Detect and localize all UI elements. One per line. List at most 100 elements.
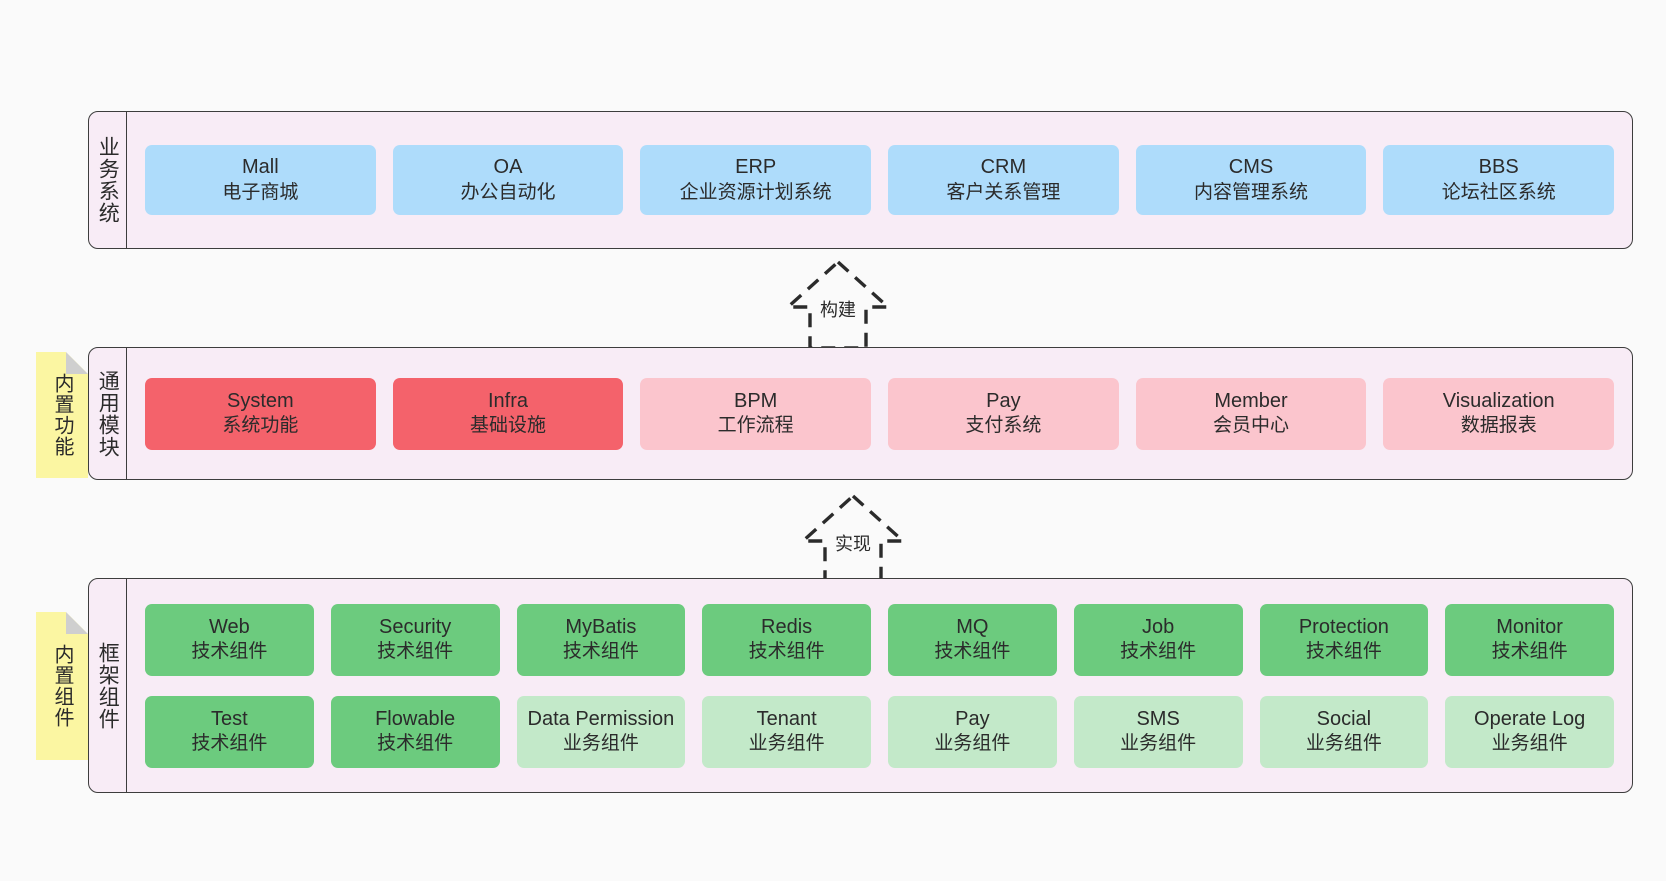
layer-title-common: 通用模块 [89,348,127,479]
card-system[interactable]: System 系统功能 [145,377,376,450]
card-subtitle: 电子商城 [222,181,299,203]
sticky-note-builtin-function: 内置功能 [36,352,88,478]
card-mybatis[interactable]: MyBatis 技术组件 [516,603,686,676]
card-subtitle: 技术组件 [377,733,454,755]
arrow-build: 构建 [748,258,928,350]
card-subtitle: 系统功能 [222,415,299,437]
card-title: CMS [1228,156,1274,179]
card-title: Infra [487,389,529,412]
card-title: Pay [955,707,990,730]
card-subtitle: 技术组件 [934,641,1011,663]
card-title: Mall [242,156,279,179]
card-pay[interactable]: Pay 支付系统 [888,377,1119,450]
card-sms[interactable]: SMS 业务组件 [1073,695,1243,768]
card-member[interactable]: Member 会员中心 [1135,377,1367,450]
card-title: Operate Log [1474,707,1586,730]
arrow-implement: 实现 [763,492,943,584]
card-title: Monitor [1496,615,1563,638]
card-subtitle: 客户关系管理 [946,181,1061,203]
card-subtitle: 技术组件 [1491,641,1568,663]
card-subtitle: 数据报表 [1460,415,1537,437]
card-subtitle: 技术组件 [748,641,825,663]
layer-title-framework: 框架组件 [89,579,127,792]
card-mall[interactable]: Mall 电子商城 [145,145,376,215]
card-bpm[interactable]: BPM 工作流程 [640,377,872,450]
layer-body-business: Mall 电子商城 OA 办公自动化 ERP 企业资源计划系统 CRM 客户关系… [127,112,1632,248]
business-card-row: Mall 电子商城 OA 办公自动化 ERP 企业资源计划系统 CRM 客户关系… [145,145,1615,215]
card-subtitle: 论坛社区系统 [1441,181,1556,203]
card-pay-business[interactable]: Pay 业务组件 [888,695,1057,768]
card-subtitle: 技术组件 [191,733,268,755]
card-subtitle: 技术组件 [191,641,268,663]
card-subtitle: 业务组件 [748,733,825,755]
card-title: MQ [956,615,989,638]
card-title: Protection [1298,615,1389,638]
card-title: Security [379,615,452,638]
card-erp[interactable]: ERP 企业资源计划系统 [640,145,872,215]
card-subtitle: 技术组件 [377,641,454,663]
card-security[interactable]: Security 技术组件 [330,603,500,676]
card-bbs[interactable]: BBS 论坛社区系统 [1383,145,1615,215]
card-visualization[interactable]: Visualization 数据报表 [1383,377,1615,450]
card-mq[interactable]: MQ 技术组件 [888,603,1057,676]
card-title: MyBatis [565,615,637,638]
card-subtitle: 业务组件 [1120,733,1197,755]
arrow-implement-label: 实现 [835,534,871,554]
card-title: System [226,389,294,412]
layer-framework-component: 框架组件 Web 技术组件 Security 技术组件 MyBatis 技术组件… [88,578,1633,793]
card-subtitle: 技术组件 [562,641,639,663]
layer-title-business: 业务系统 [89,112,127,248]
card-subtitle: 工作流程 [717,415,794,437]
card-subtitle: 技术组件 [1120,641,1197,663]
card-subtitle: 基础设施 [470,415,547,437]
card-operate-log[interactable]: Operate Log 业务组件 [1445,695,1614,768]
framework-card-row-technical: Web 技术组件 Security 技术组件 MyBatis 技术组件 Redi… [145,603,1614,676]
card-title: CRM [980,156,1027,179]
card-subtitle: 内容管理系统 [1194,181,1309,203]
framework-card-row-business: Test 技术组件 Flowable 技术组件 Data Permission … [145,695,1614,768]
sticky-fold-corner-icon [66,612,88,634]
card-title: ERP [735,156,777,179]
layer-common-module: 通用模块 System 系统功能 Infra 基础设施 BPM 工作流程 Pay… [88,347,1633,480]
card-infra[interactable]: Infra 基础设施 [392,377,624,450]
generalization-arrow-icon [783,259,893,350]
card-flowable[interactable]: Flowable 技术组件 [330,695,500,768]
card-cms[interactable]: CMS 内容管理系统 [1135,145,1367,215]
card-monitor[interactable]: Monitor 技术组件 [1445,603,1614,676]
card-web[interactable]: Web 技术组件 [145,603,314,676]
card-title: Job [1142,615,1175,638]
layer-body-framework: Web 技术组件 Security 技术组件 MyBatis 技术组件 Redi… [127,579,1632,792]
card-subtitle: 支付系统 [965,415,1042,437]
card-title: Member [1214,389,1288,412]
card-subtitle: 业务组件 [1305,733,1382,755]
card-oa[interactable]: OA 办公自动化 [392,145,624,215]
card-crm[interactable]: CRM 客户关系管理 [888,145,1119,215]
card-title: BPM [734,389,778,412]
card-subtitle: 业务组件 [934,733,1011,755]
card-title: Social [1316,707,1372,730]
common-card-row: System 系统功能 Infra 基础设施 BPM 工作流程 Pay 支付系统… [145,377,1615,450]
card-subtitle: 技术组件 [1305,641,1382,663]
layer-body-common: System 系统功能 Infra 基础设施 BPM 工作流程 Pay 支付系统… [127,348,1632,479]
card-title: Test [211,707,248,730]
card-test[interactable]: Test 技术组件 [145,695,314,768]
card-job[interactable]: Job 技术组件 [1073,603,1243,676]
card-data-permission[interactable]: Data Permission 业务组件 [516,695,686,768]
card-title: Web [208,615,250,638]
card-title: Tenant [756,707,817,730]
sticky-fold-corner-icon [66,352,88,374]
card-redis[interactable]: Redis 技术组件 [702,603,871,676]
card-subtitle: 业务组件 [562,733,639,755]
generalization-arrow-icon [798,493,908,584]
sticky-note-builtin-component: 内置组件 [36,612,88,760]
sticky-note-label: 内置组件 [51,644,73,728]
card-subtitle: 会员中心 [1213,415,1290,437]
card-title: SMS [1136,707,1180,730]
layer-business-system: 业务系统 Mall 电子商城 OA 办公自动化 ERP 企业资源计划系统 CRM… [88,111,1633,249]
sticky-note-label: 内置功能 [51,373,73,457]
card-tenant[interactable]: Tenant 业务组件 [702,695,871,768]
card-protection[interactable]: Protection 技术组件 [1259,603,1429,676]
card-title: Redis [761,615,813,638]
card-social[interactable]: Social 业务组件 [1259,695,1429,768]
